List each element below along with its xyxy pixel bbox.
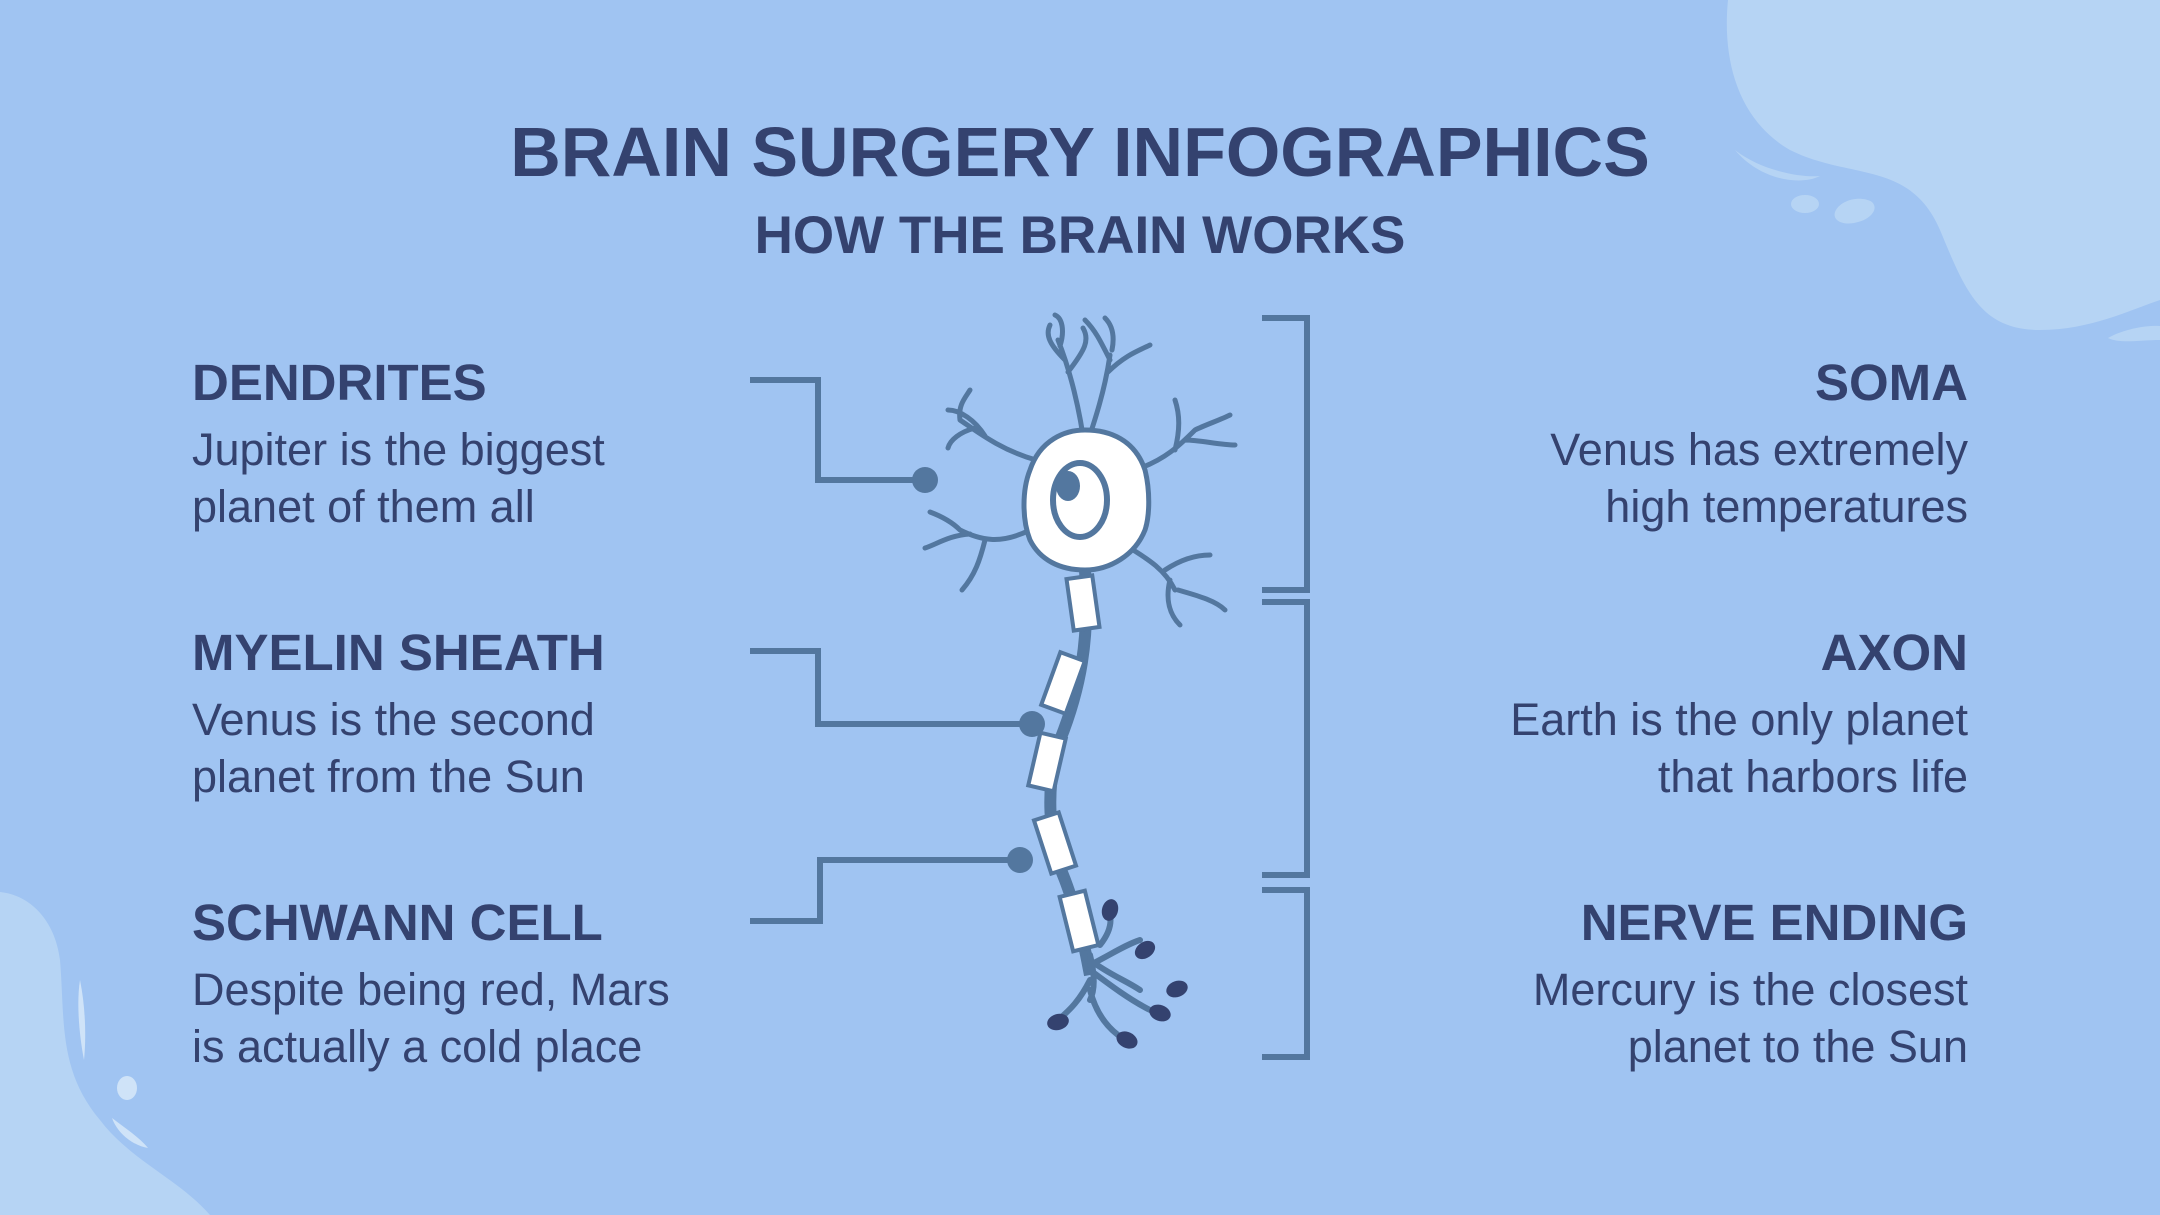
bottom-left-highlight-1 <box>78 980 86 1060</box>
item-dendrites: DENDRITES Jupiter is the biggest planet … <box>192 353 912 535</box>
connector-schwann <box>750 857 1020 924</box>
item-schwann-cell: SCHWANN CELL Despite being red, Mars is … <box>192 893 912 1075</box>
bottom-left-highlight-3 <box>112 1118 148 1148</box>
page-subtitle: HOW THE BRAIN WORKS <box>754 206 1406 265</box>
item-description: Despite being red, Mars is actually a co… <box>192 964 670 1072</box>
item-nerve-ending: NERVE ENDING Mercury is the closest plan… <box>1248 893 1968 1075</box>
item-description: Jupiter is the biggest planet of them al… <box>192 424 605 532</box>
top-right-drop-1 <box>1735 150 1820 181</box>
item-axon: AXON Earth is the only planet that harbo… <box>1248 623 1968 805</box>
item-myelin-sheath: MYELIN SHEATH Venus is the second planet… <box>192 623 912 805</box>
bottom-left-blob <box>0 892 210 1215</box>
right-edge-drop <box>2108 325 2160 342</box>
bottom-left-highlight-2 <box>117 1076 137 1100</box>
neuron-illustration <box>922 312 1238 1049</box>
node-schwann <box>1007 847 1033 873</box>
node-myelin <box>1019 711 1045 737</box>
page-title: BRAIN SURGERY INFOGRAPHICS <box>510 113 1650 191</box>
bracket-soma <box>1262 315 1310 593</box>
item-heading: AXON <box>1820 624 1968 681</box>
item-description: Venus is the second planet from the Sun <box>192 694 595 802</box>
connector-dendrites <box>750 377 925 483</box>
item-description: Mercury is the closest planet to the Sun <box>1532 964 1968 1072</box>
item-soma: SOMA Venus has extremely high temperatur… <box>1248 353 1968 535</box>
item-heading: MYELIN SHEATH <box>192 624 605 681</box>
bracket-nerve-ending <box>1262 887 1310 1060</box>
item-heading: DENDRITES <box>192 354 487 411</box>
top-right-drop-3 <box>1834 198 1875 224</box>
top-right-drop-2 <box>1791 195 1819 213</box>
item-description: Venus has extremely high temperatures <box>1550 424 1968 532</box>
top-right-blob <box>1726 0 2160 330</box>
item-heading: NERVE ENDING <box>1580 894 1968 951</box>
item-description: Earth is the only planet that harbors li… <box>1510 694 1968 802</box>
bracket-axon <box>1262 599 1310 878</box>
item-heading: SCHWANN CELL <box>192 894 603 951</box>
node-dendrites <box>912 467 938 493</box>
connector-myelin <box>750 648 1032 727</box>
item-heading: SOMA <box>1815 354 1968 411</box>
